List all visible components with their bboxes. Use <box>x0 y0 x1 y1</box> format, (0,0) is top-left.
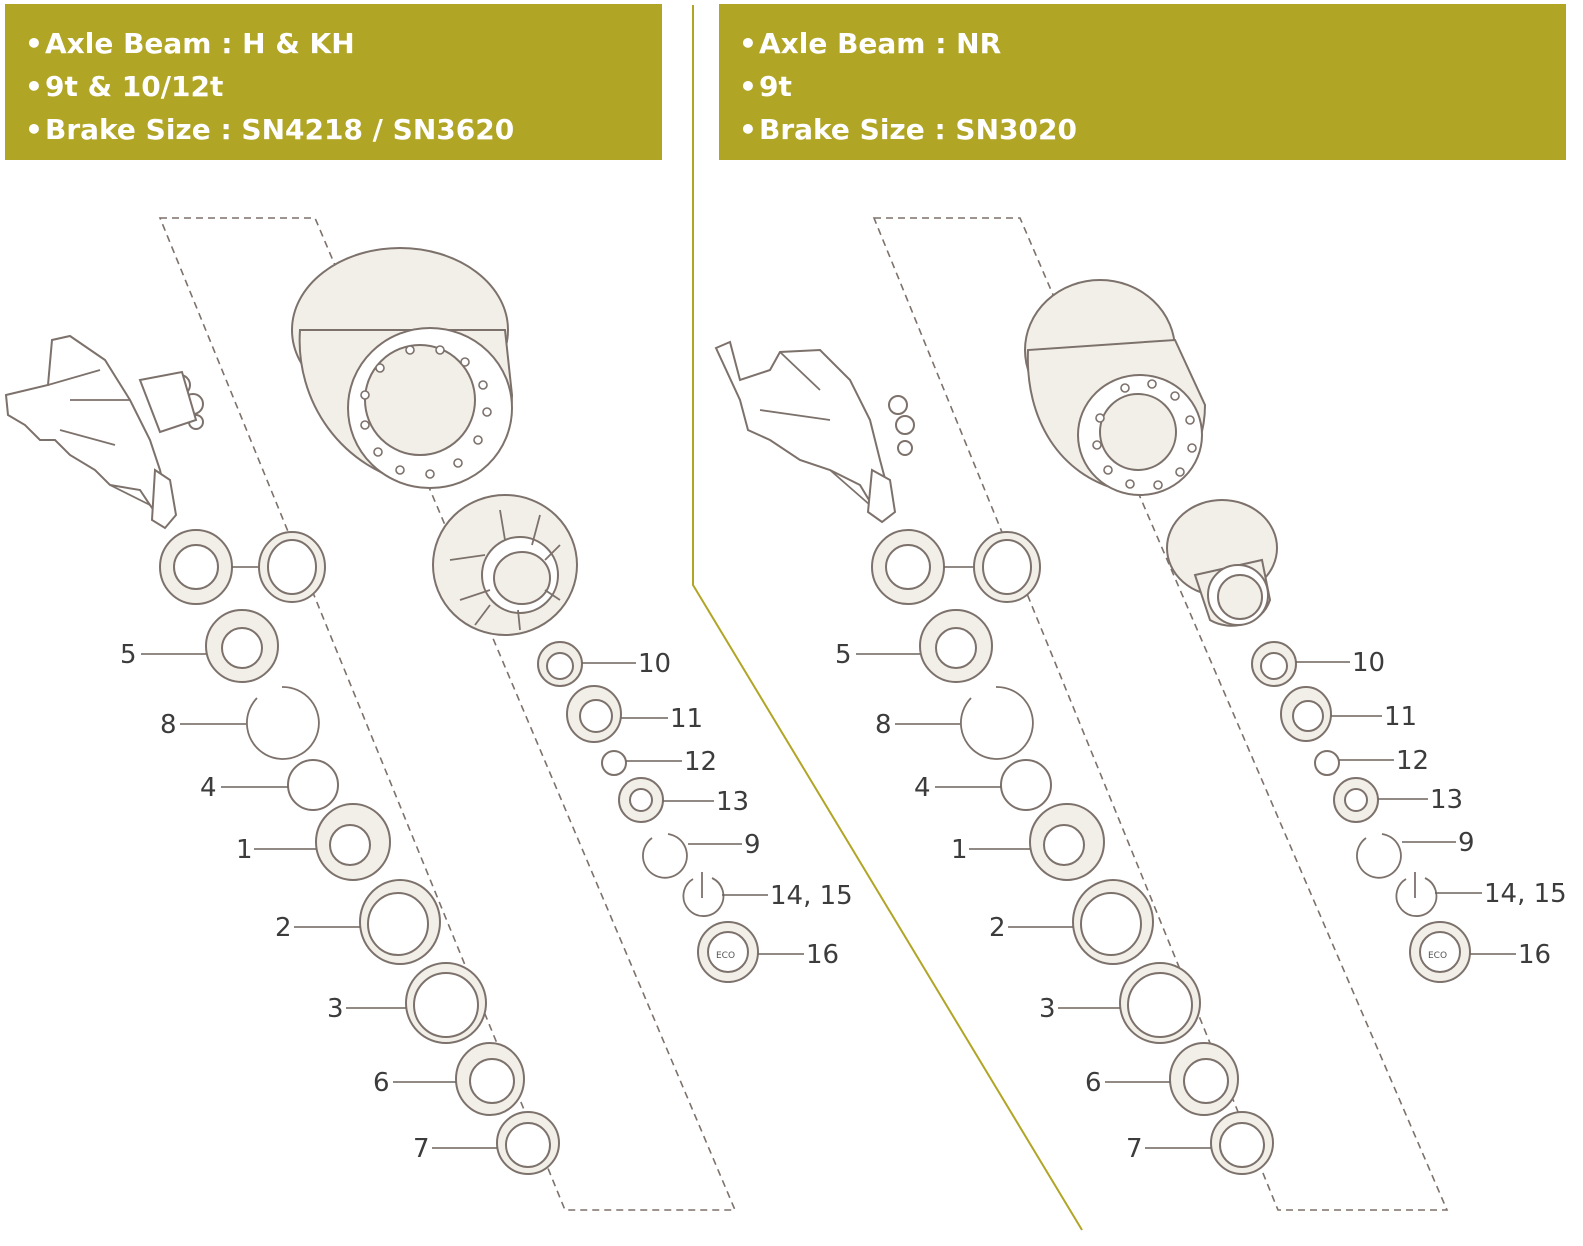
right-spec-axle-beam: •Axle Beam : NR <box>739 27 1002 60</box>
right-label-4: 4 <box>914 773 931 803</box>
left-label-2: 2 <box>275 913 292 943</box>
left-part-7-seal <box>496 1111 560 1175</box>
right-label-14-15: 14, 15 <box>1484 879 1567 909</box>
right-wheel-hub <box>1166 499 1278 627</box>
right-part-13-hub-nut <box>1333 777 1379 823</box>
left-label-6: 6 <box>373 1068 390 1098</box>
left-part-1-bearing-cone <box>315 803 391 881</box>
right-label-5: 5 <box>835 640 852 670</box>
right-part-1-bearing-cone <box>1029 803 1105 881</box>
left-label-7: 7 <box>413 1134 430 1164</box>
right-part-7-seal <box>1210 1111 1274 1175</box>
right-spec-brake-size: •Brake Size : SN3020 <box>739 113 1077 146</box>
left-part-11-bearing <box>566 685 622 743</box>
left-label-5: 5 <box>120 640 137 670</box>
left-spec-tonnage: •9t & 10/12t <box>25 70 224 103</box>
right-label-6: 6 <box>1085 1068 1102 1098</box>
panel-divider <box>692 5 1083 1231</box>
right-label-1: 1 <box>951 835 968 865</box>
right-part-8-circlip <box>960 686 1034 760</box>
left-label-14-15: 14, 15 <box>770 881 853 911</box>
left-brake-drum <box>291 247 514 489</box>
left-axle-nut <box>159 529 233 605</box>
left-spec-axle-beam: •Axle Beam : H & KH <box>25 27 355 60</box>
right-part-2-bearing-cup <box>1072 879 1154 965</box>
left-part-16-hub-cap: ECO <box>697 921 759 983</box>
left-part-14-15-lock-pin <box>682 872 725 917</box>
right-part-5-seal <box>919 609 993 683</box>
left-label-12: 12 <box>684 747 717 777</box>
left-label-13: 13 <box>716 787 749 817</box>
left-part-9-circlip <box>642 833 688 879</box>
right-part-10-seal <box>1251 641 1297 687</box>
right-hub-cap-eco-text: ECO <box>1428 951 1447 961</box>
left-part-3-spacer-ring <box>405 962 487 1044</box>
right-lock-ring <box>973 531 1041 603</box>
left-axle-beam <box>4 334 204 530</box>
right-label-8: 8 <box>875 710 892 740</box>
left-spec-brake-size: •Brake Size : SN4218 / SN3620 <box>25 113 515 146</box>
right-label-3: 3 <box>1039 994 1056 1024</box>
left-part-5-seal <box>205 609 279 683</box>
right-label-12: 12 <box>1396 746 1429 776</box>
left-label-16: 16 <box>806 940 839 970</box>
right-label-7: 7 <box>1126 1134 1143 1164</box>
right-label-10: 10 <box>1352 648 1385 678</box>
left-part-10-seal <box>537 641 583 687</box>
left-part-12-washer <box>601 750 627 776</box>
left-lock-ring <box>258 531 326 603</box>
right-part-14-15-lock-pin <box>1395 872 1438 917</box>
left-part-13-hub-nut <box>618 777 664 823</box>
left-part-4-ring <box>287 759 339 811</box>
left-hub-cap-eco-text: ECO <box>716 951 735 961</box>
right-axle-beam <box>714 340 915 524</box>
right-hub-group-outline <box>872 217 1449 1211</box>
right-part-6-roller-bearing <box>1169 1042 1239 1116</box>
right-label-13: 13 <box>1430 785 1463 815</box>
right-label-2: 2 <box>989 913 1006 943</box>
right-panel: ECO 5 8 4 1 2 3 6 7 10 11 12 13 9 14, 15… <box>714 217 1567 1211</box>
right-part-9-circlip <box>1356 833 1402 879</box>
left-label-10: 10 <box>638 649 671 679</box>
left-label-3: 3 <box>327 994 344 1024</box>
right-spec-banner: •Axle Beam : NR •9t •Brake Size : SN3020 <box>719 4 1566 160</box>
left-part-2-bearing-cup <box>359 879 441 965</box>
left-wheel-hub <box>432 494 578 636</box>
left-label-11: 11 <box>670 704 703 734</box>
left-spec-banner: •Axle Beam : H & KH •9t & 10/12t •Brake … <box>5 4 662 160</box>
right-part-12-washer <box>1314 750 1340 776</box>
right-label-16: 16 <box>1518 940 1551 970</box>
left-label-9: 9 <box>744 830 761 860</box>
left-panel: ECO 5 8 4 1 2 3 6 7 10 11 12 13 9 14, 15… <box>4 217 853 1211</box>
left-part-8-circlip <box>246 686 320 760</box>
right-part-4-ring <box>1000 759 1052 811</box>
right-part-11-bearing <box>1280 686 1332 742</box>
left-part-6-roller-bearing <box>455 1042 525 1116</box>
right-axle-nut <box>871 529 945 605</box>
right-part-16-hub-cap: ECO <box>1409 921 1471 983</box>
left-label-8: 8 <box>160 710 177 740</box>
left-label-1: 1 <box>236 835 253 865</box>
right-spec-tonnage: •9t <box>739 70 792 103</box>
right-brake-drum <box>1024 279 1207 496</box>
right-part-3-spacer-ring <box>1119 962 1201 1044</box>
left-label-4: 4 <box>200 773 217 803</box>
right-label-11: 11 <box>1384 702 1417 732</box>
right-label-9: 9 <box>1458 828 1475 858</box>
